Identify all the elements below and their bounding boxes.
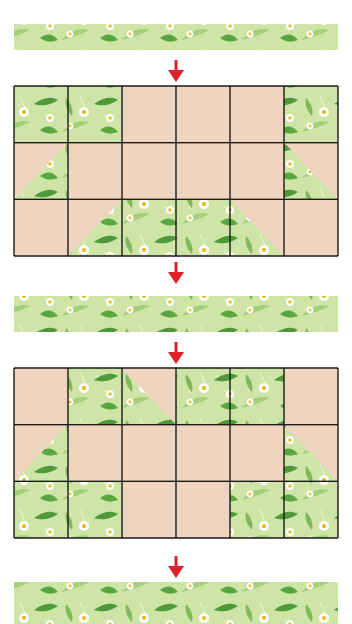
floral-square — [176, 199, 230, 256]
floral-square — [68, 481, 122, 538]
arrow-head — [168, 352, 184, 364]
floral-square — [122, 199, 176, 256]
floral-strip — [14, 296, 338, 332]
arrow-head — [168, 70, 184, 82]
floral-strip — [14, 24, 338, 50]
floral-square — [284, 86, 338, 143]
down-arrow-icon — [168, 556, 184, 578]
down-arrow-icon — [168, 262, 184, 284]
down-arrow-icon — [168, 342, 184, 364]
down-arrow-icon — [168, 60, 184, 82]
floral-square — [176, 368, 230, 425]
floral-square — [68, 368, 122, 425]
floral-square — [230, 368, 284, 425]
floral-square — [14, 481, 68, 538]
arrow-head — [168, 272, 184, 284]
floral-strip-1 — [14, 24, 338, 50]
floral-square — [68, 86, 122, 143]
quilt-block-1 — [14, 86, 338, 256]
arrow-head — [168, 566, 184, 578]
floral-square — [284, 481, 338, 538]
floral-strip — [14, 582, 338, 624]
floral-square — [14, 86, 68, 143]
floral-square — [230, 481, 284, 538]
quilt-block-2 — [14, 368, 338, 538]
floral-strip-3 — [14, 582, 338, 624]
floral-strip-2 — [14, 296, 338, 332]
